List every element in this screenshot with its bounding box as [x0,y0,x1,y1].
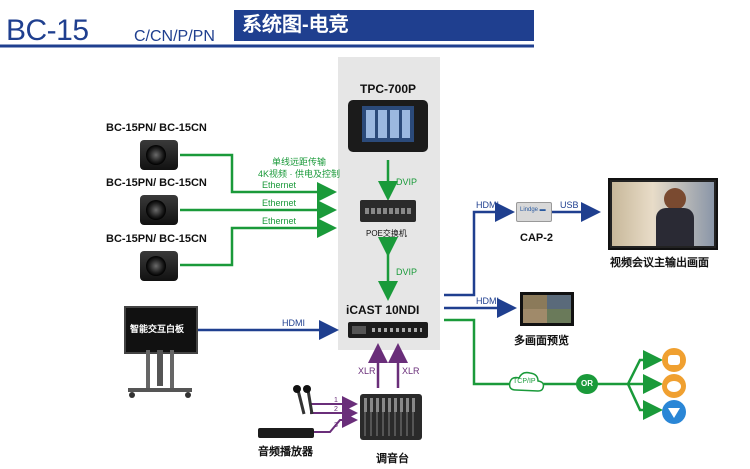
main-output-label: 视频会议主输出画面 [610,257,709,269]
streaming-platform-icon [662,374,686,398]
stream-line-3 [626,383,663,420]
ethernet-line-camera-3 [180,218,337,267]
microphone-icon [293,385,314,415]
hdmi-label-whiteboard: HDMI [282,318,305,328]
monitor-icon [520,292,574,326]
audio-player-label: 音频播放器 [258,446,313,458]
camera-icon [140,195,178,225]
single-cable-line-2: 4K视频 · 供电及控制 [258,169,341,179]
whiteboard-label: 智能交互白板 [130,324,185,334]
cap-brand: Lindge ▬ [520,207,546,213]
single-cable-note: 单线远距传输 4K视频 · 供电及控制 [258,156,340,180]
whiteboard-icon [124,306,198,354]
or-badge: OR [576,374,598,394]
xlr-label-left: XLR [358,366,376,376]
camera-3-label: BC-15PN/ BC-15CN [106,233,207,245]
hdmi-label-multiview: HDMI [476,296,499,306]
camera-1-label: BC-15PN/ BC-15CN [106,122,207,134]
channel-label-1: 1 [334,397,338,404]
dvip-label-bottom: DVIP [396,267,418,277]
cloud-icon [508,371,545,392]
dvip-label-top: DVIP [396,177,418,187]
cap-label: CAP-2 [520,232,554,244]
hdmi-line-cap [444,202,515,297]
channel-label-2: 2 [334,406,338,413]
camera-icon [140,251,178,281]
ethernet-label-3: Ethernet [262,216,297,226]
switch-label: POE交换机 [366,229,407,238]
single-cable-line-1: 单线远距传输 [272,157,327,167]
icast-label: iCAST 10NDI [346,303,420,317]
mixer-icon [360,394,422,440]
streaming-platform-icon [662,400,686,424]
audio-player-icon [258,428,314,438]
encoder-icon [348,322,428,338]
ethernet-line-camera-1 [180,153,337,202]
streaming-platform-icon [662,348,686,372]
touch-panel-icon [348,100,428,152]
multiview-label: 多画面预览 [514,335,569,347]
camera-2-label: BC-15PN/ BC-15CN [106,177,207,189]
hdmi-label-cap: HDMI [476,200,499,210]
stream-line-1 [626,350,663,385]
channel-label-3: 3 [334,422,338,429]
header-underline [0,44,534,48]
tcpip-line [444,318,628,386]
tcpip-label: TCP/IP [513,378,536,385]
xlr-label-right: XLR [402,366,420,376]
page-title: 系统图-电竞 [234,10,534,41]
usb-label: USB [560,200,579,210]
capture-dongle-icon: Lindge ▬ [516,202,552,222]
monitor-icon [608,178,718,250]
whiteboard-stand [128,350,192,398]
network-switch-icon [360,200,416,222]
camera-icon [140,140,178,170]
model-variants: C/CN/P/PN [134,28,215,45]
tpc-label: TPC-700P [360,82,417,96]
ethernet-label-2: Ethernet [262,198,297,208]
model-name: BC-15 [6,14,89,47]
mixer-label: 调音台 [376,453,409,465]
ethernet-label-1: Ethernet [262,180,297,190]
